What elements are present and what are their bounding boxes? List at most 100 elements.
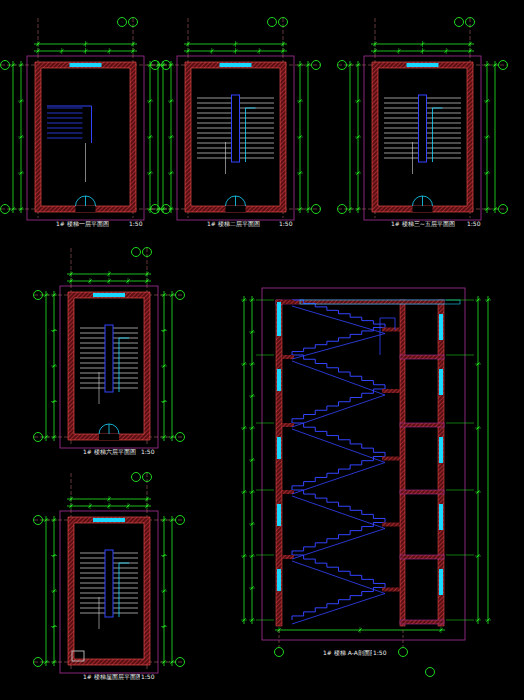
cad-line — [51, 437, 57, 438]
cad-line — [240, 98, 275, 99]
cad-line — [484, 101, 490, 102]
stair-plan — [338, 18, 508, 221]
stair-plan — [1, 18, 171, 221]
cad-line — [384, 118, 419, 119]
stair-flight — [292, 555, 385, 588]
cad-line — [169, 437, 175, 438]
cad-line — [470, 41, 471, 47]
axis-bubble — [338, 205, 347, 214]
cad-line — [292, 463, 385, 495]
axis-bubble — [151, 61, 160, 70]
cad-line — [427, 153, 462, 154]
cad-line — [119, 338, 129, 339]
cad-line — [80, 588, 105, 589]
cad-line — [51, 330, 57, 331]
window — [407, 63, 439, 67]
cad-line — [292, 429, 385, 463]
window — [93, 518, 125, 522]
door — [76, 196, 96, 206]
handrail — [232, 95, 240, 162]
cad-line — [475, 556, 481, 557]
cad-line — [375, 48, 376, 54]
cad-line — [256, 300, 274, 301]
stair-plan — [151, 18, 321, 221]
cad-line — [427, 138, 462, 139]
cad-line — [113, 598, 138, 599]
cad-line — [197, 108, 232, 109]
cad-line — [109, 503, 110, 509]
wall — [372, 62, 473, 212]
cad-line — [441, 627, 442, 633]
axis-bubble — [176, 516, 185, 525]
cad-line — [80, 348, 105, 349]
cad-line — [446, 490, 474, 491]
cad-line — [161, 591, 167, 592]
cad-line — [47, 133, 83, 134]
cad-line — [113, 363, 138, 364]
cad-line — [427, 143, 462, 144]
cad-line — [172, 291, 173, 441]
drawing-caption: 1# 楼梯二层平面图 — [206, 221, 261, 228]
cad-line — [47, 118, 83, 119]
cad-line — [427, 148, 462, 149]
cad-line — [478, 296, 479, 624]
floor-slab — [400, 555, 444, 559]
cad-line — [241, 364, 247, 365]
cad-line — [80, 353, 105, 354]
cad-line — [384, 113, 419, 114]
cad-line — [384, 148, 419, 149]
stair-flight — [292, 328, 385, 356]
window — [439, 437, 443, 463]
cad-line — [133, 48, 134, 54]
cad-line — [168, 65, 174, 66]
cad-line — [133, 41, 134, 47]
cad-line — [80, 578, 105, 579]
axis-bubble — [34, 658, 43, 667]
cad-line — [113, 608, 138, 609]
cad-line — [158, 61, 159, 213]
cad-line — [446, 555, 474, 556]
cad-line — [47, 113, 83, 114]
cad-line — [147, 137, 153, 138]
axis-bubble — [132, 248, 141, 257]
cad-line — [168, 101, 174, 102]
cad-line — [113, 593, 138, 594]
cad-line — [71, 271, 72, 277]
window — [277, 369, 281, 391]
cad-line — [412, 142, 413, 174]
cad-line — [259, 48, 260, 54]
cad-line — [90, 278, 91, 284]
cad-line — [51, 295, 57, 296]
cad-line — [427, 128, 462, 129]
axis-bubble — [1, 61, 10, 70]
cad-line — [360, 627, 361, 633]
cad-line — [85, 48, 86, 54]
scale-note: 1:50 — [140, 674, 155, 681]
cad-line — [485, 300, 491, 301]
cad-line — [384, 123, 419, 124]
cad-line — [80, 328, 105, 329]
cad-line — [43, 437, 49, 438]
cad-line — [347, 65, 353, 66]
cad-line — [297, 173, 303, 174]
cad-line — [43, 520, 49, 521]
cad-line — [197, 138, 232, 139]
axis-bubble — [275, 648, 284, 657]
cad-line — [384, 143, 419, 144]
cad-line — [46, 291, 47, 441]
cad-line — [384, 158, 419, 159]
cad-line — [484, 173, 490, 174]
axis-bubble — [312, 205, 321, 214]
cad-line — [241, 620, 247, 621]
cad-line — [161, 555, 167, 556]
axis-bubble — [338, 61, 347, 70]
cad-line — [43, 662, 49, 663]
floor-slab — [400, 423, 444, 427]
cad-line — [113, 358, 138, 359]
cad-line — [38, 41, 39, 47]
cad-line — [147, 173, 153, 174]
wall — [68, 292, 150, 440]
axis-bubble — [466, 18, 475, 27]
cad-line — [163, 61, 164, 213]
